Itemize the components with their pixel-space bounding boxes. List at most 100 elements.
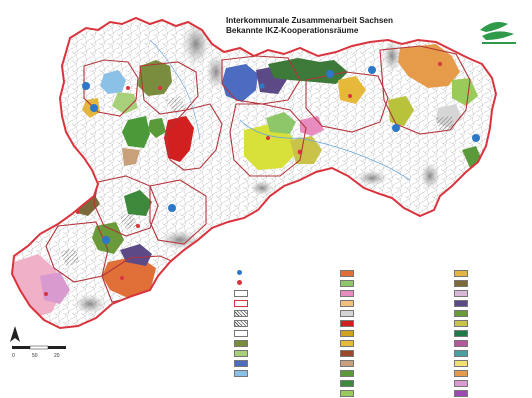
legend-swatch: [454, 270, 468, 277]
legend-swatch: [454, 360, 468, 367]
map-title-line2: Bekannte IKZ-Kooperationsräume: [226, 26, 359, 35]
legend-swatch: [234, 300, 248, 307]
north-arrow-icon: [10, 326, 20, 342]
relief-shade: [356, 170, 388, 186]
legend-swatch: [234, 330, 248, 337]
legend-swatch: [340, 300, 354, 307]
legend-swatch: [234, 310, 248, 317]
region-yellow-dresden: [244, 124, 296, 170]
legend-swatch: [454, 290, 468, 297]
city-marker-red: [438, 62, 442, 66]
legend-swatch: [234, 350, 248, 357]
region-lightgreen-west: [112, 92, 138, 114]
legend-swatch: [340, 340, 354, 347]
region-green-west: [122, 116, 150, 148]
region-lightblue: [100, 70, 126, 94]
relief-shade: [250, 180, 274, 196]
legend-swatch: [340, 330, 354, 337]
region-orange-northeast: [398, 44, 460, 88]
map-title-line1: Interkommunale Zusammenarbeit Sachsen: [226, 16, 393, 25]
legend-swatch: [454, 340, 468, 347]
city-marker-red: [120, 276, 124, 280]
city-marker-red: [266, 136, 270, 140]
city-marker-blue: [326, 70, 334, 78]
hatch-zone: [436, 116, 454, 132]
legend-swatch: [340, 320, 354, 327]
city-marker-red: [126, 86, 130, 90]
city-marker-blue: [102, 236, 110, 244]
region-yellowgreen-bautzen: [388, 96, 414, 126]
legend-swatch: [454, 310, 468, 317]
legend-swatch: [454, 280, 468, 287]
legend-swatch: [340, 370, 354, 377]
scale-label-0: 0: [12, 353, 15, 359]
legend-swatch: [234, 290, 248, 297]
legend-swatch: [340, 380, 354, 387]
legend-swatch: [237, 270, 242, 275]
legend-swatch: [340, 310, 354, 317]
region-red-leipzig: [164, 116, 194, 162]
city-marker-blue: [168, 204, 176, 212]
ministry-logo: [480, 22, 516, 44]
region-green-small: [148, 118, 166, 138]
region-darkgreen-north: [268, 58, 348, 84]
city-marker-blue: [392, 124, 400, 132]
map-canvas: [10, 16, 516, 350]
relief-shade: [182, 22, 210, 66]
city-marker-blue: [472, 134, 480, 142]
region-green-meissen: [266, 112, 296, 134]
city-marker-red: [297, 149, 303, 155]
legend-swatch: [234, 360, 248, 367]
city-marker-blue: [259, 83, 265, 89]
city-markers: [44, 62, 480, 296]
legend-swatch: [454, 300, 468, 307]
city-marker-blue: [82, 82, 90, 90]
hatch-zone: [60, 248, 80, 266]
region-purple-south: [120, 244, 152, 266]
river-mulde: [149, 39, 201, 141]
legend-swatch: [340, 280, 354, 287]
relief-shade: [74, 294, 106, 314]
relief-shade: [420, 162, 440, 190]
legend-swatch: [237, 280, 242, 285]
map-title: Interkommunale Zusammenarbeit Sachsen Be…: [226, 16, 393, 36]
city-marker-blue: [368, 66, 376, 74]
legend-swatch: [454, 320, 468, 327]
map-interior: [12, 18, 496, 328]
region-orange-erzgebirge: [102, 256, 156, 298]
legend-swatch: [234, 320, 248, 327]
city-marker-red: [136, 224, 140, 228]
hatch-zone: [166, 96, 186, 114]
legend-swatch: [340, 390, 354, 397]
relief-shade: [206, 54, 226, 90]
scale-label-50: 50: [32, 353, 38, 359]
legend-swatch: [454, 330, 468, 337]
legend-swatch: [454, 380, 468, 387]
region-darkgreen-mid: [124, 190, 152, 216]
river-elbe: [239, 119, 411, 181]
relief-shade: [160, 230, 200, 250]
scale-label-20: 20: [54, 353, 60, 359]
region-blue-torgau: [222, 64, 258, 102]
state-border: [10, 16, 498, 330]
region-tan: [122, 148, 140, 166]
legend-swatch: [340, 290, 354, 297]
legend-swatch: [454, 350, 468, 357]
scale-bar: [12, 345, 66, 350]
region-green-east: [452, 78, 478, 106]
city-marker-red: [44, 292, 48, 296]
legend-swatch: [340, 270, 354, 277]
legend-swatch: [234, 340, 248, 347]
legend-swatch: [454, 370, 468, 377]
region-orange-yellow: [338, 76, 366, 104]
map-stage: Interkommunale Zusammenarbeit Sachsen Be…: [10, 16, 516, 397]
region-olive-north: [138, 60, 172, 96]
hatch-zone: [120, 212, 138, 230]
city-marker-blue: [90, 104, 98, 112]
region-olive-yellow: [290, 136, 322, 164]
city-marker-red: [157, 85, 163, 91]
legend-swatch: [234, 370, 248, 377]
city-marker-red: [76, 210, 80, 214]
city-marker-red: [348, 94, 352, 98]
legend-swatch: [340, 350, 354, 357]
